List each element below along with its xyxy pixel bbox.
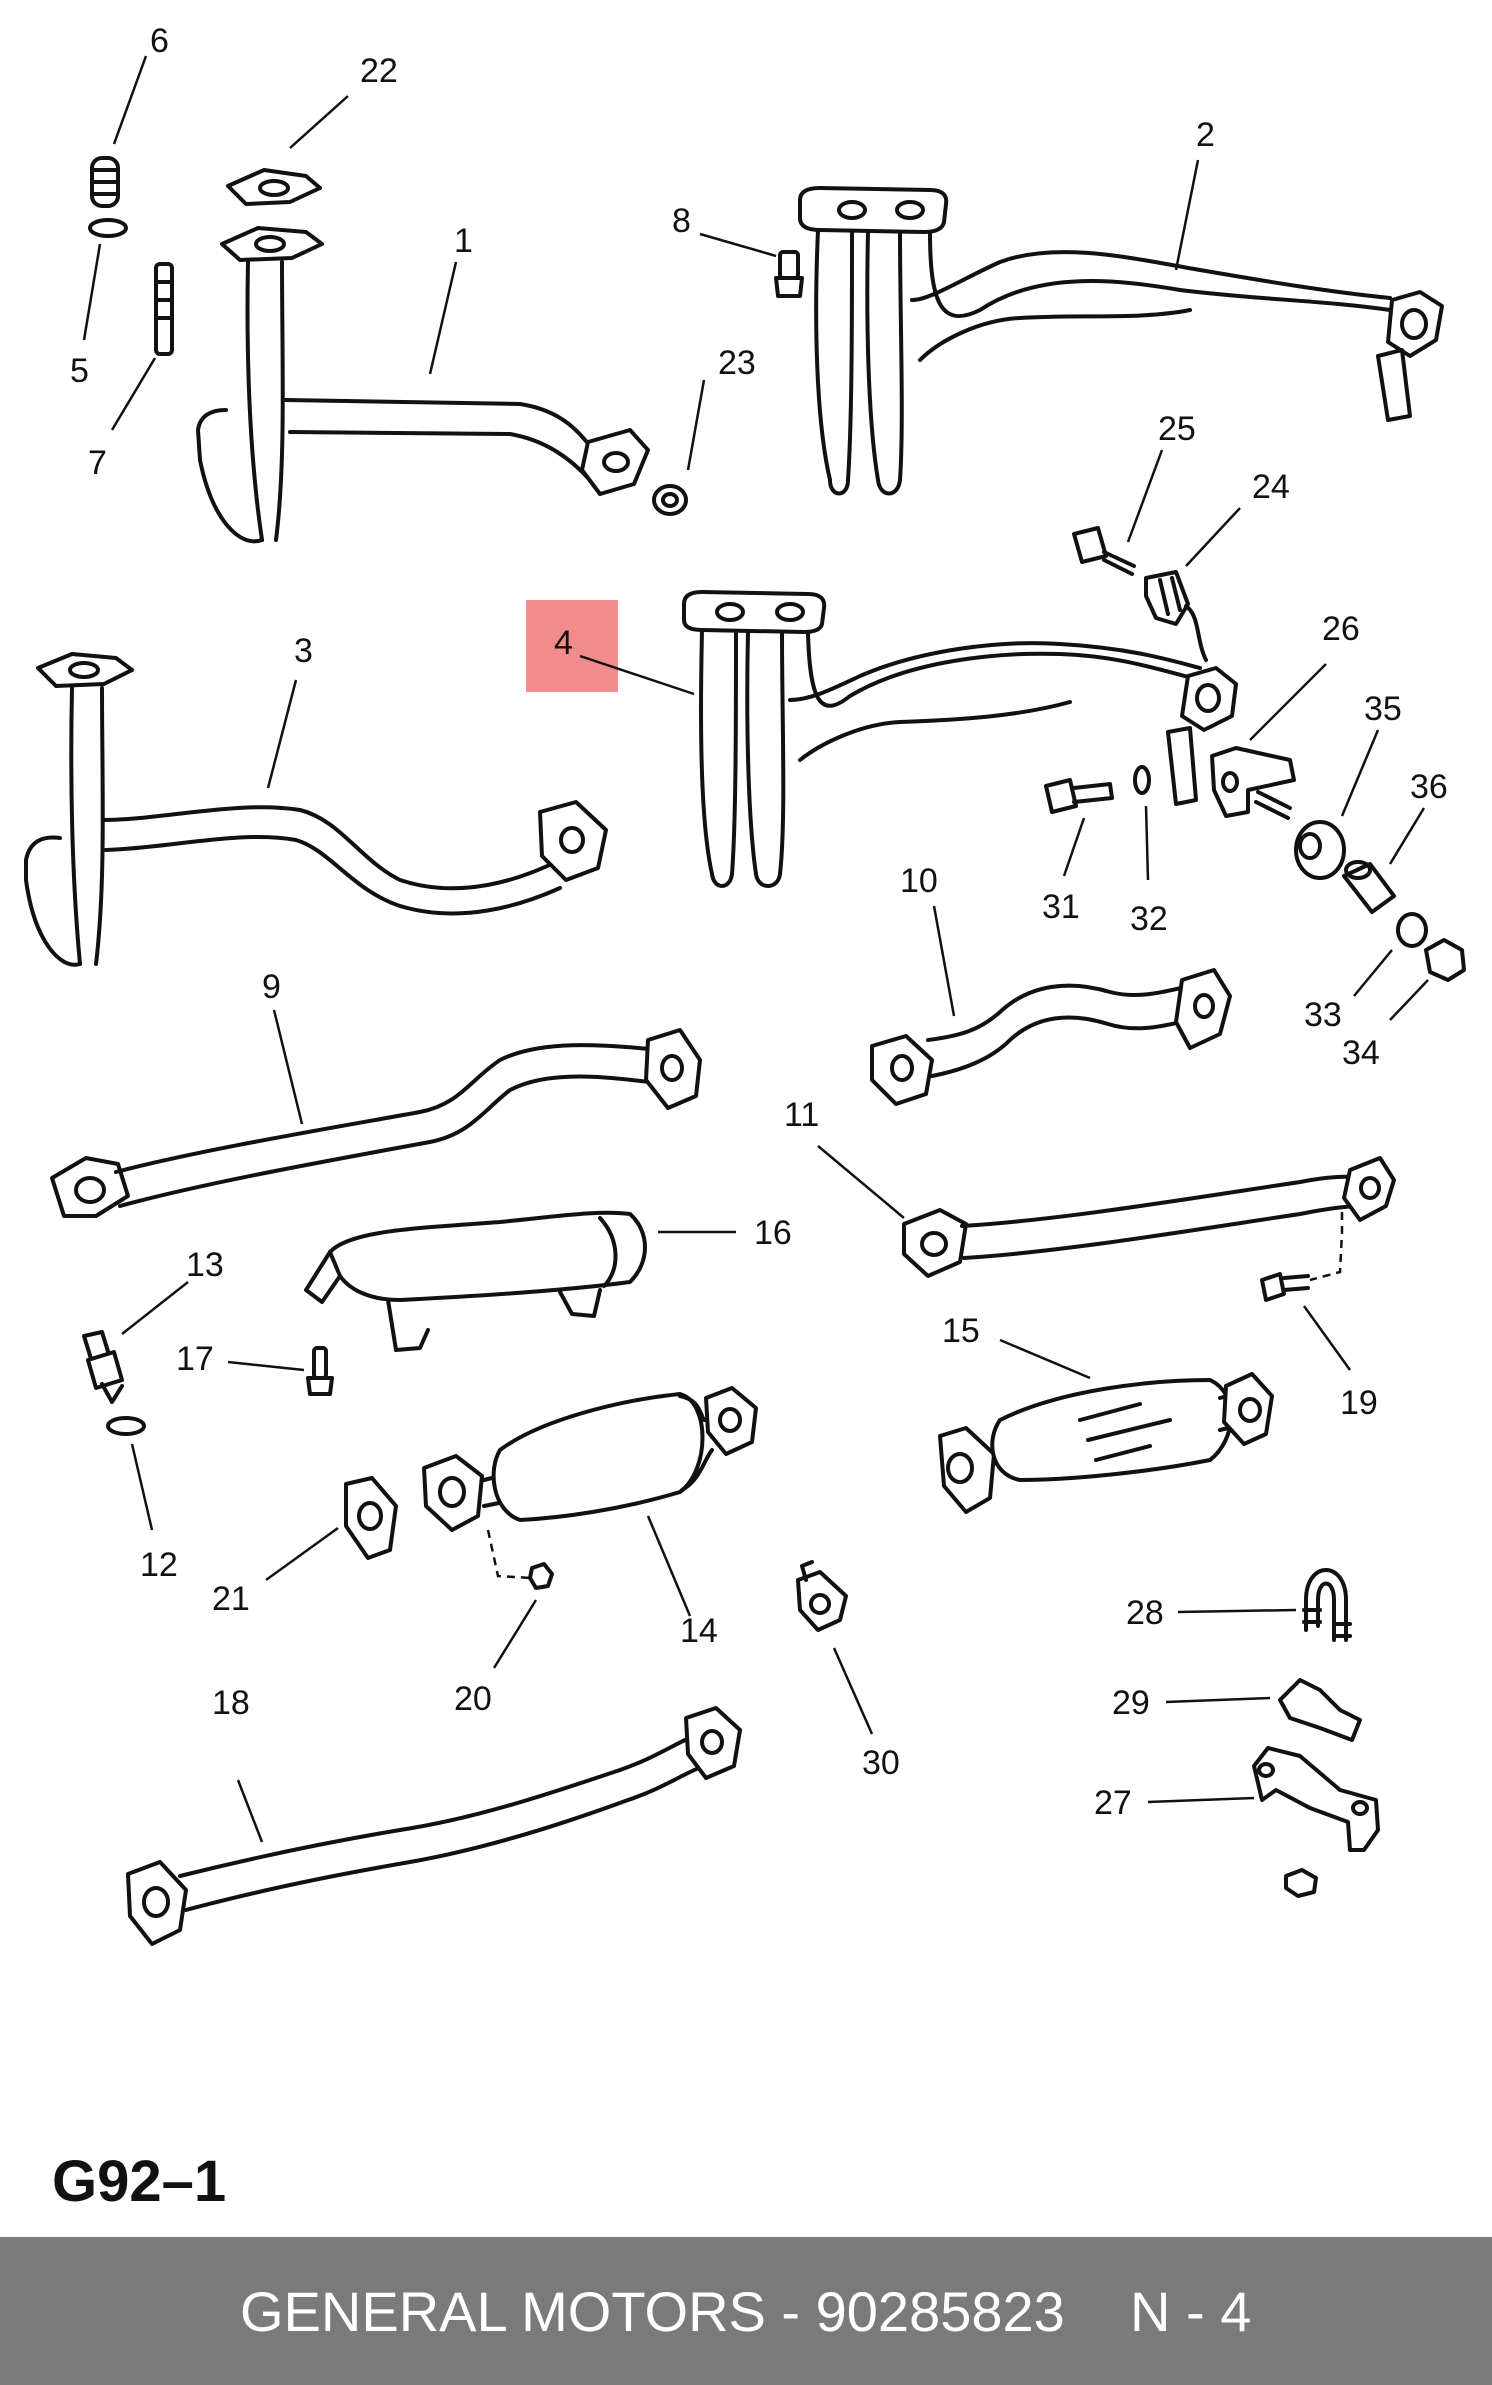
part-34-nut — [1424, 938, 1466, 982]
part-18-rear-pipe — [126, 1706, 742, 1946]
part-3-front-pipe — [24, 652, 608, 967]
callout-34: 34 — [1342, 1034, 1380, 1072]
callout-27: 27 — [1094, 1784, 1132, 1822]
part-26-bracket — [1210, 746, 1296, 820]
callout-9: 9 — [262, 968, 281, 1006]
exhaust-parts-diagram: 6 22 1 5 7 8 23 2 25 24 3 4 26 35 36 31 … — [24, 22, 1466, 1946]
part-2-manifold — [798, 186, 1444, 496]
part-5-washer — [88, 218, 128, 238]
callout-28: 28 — [1126, 1594, 1164, 1632]
part-17-bolt — [306, 1346, 334, 1396]
callout-1: 1 — [454, 222, 473, 260]
callout-16: 16 — [754, 1214, 792, 1252]
part-36-sleeve — [1342, 860, 1396, 914]
callout-18: 18 — [212, 1684, 250, 1722]
part-24-rubber-mount — [1144, 570, 1208, 662]
callout-7: 7 — [88, 444, 107, 482]
part-27-bracket — [1252, 1746, 1380, 1852]
part-25-bolt — [1072, 526, 1136, 576]
callout-22: 22 — [360, 52, 398, 90]
callout-2: 2 — [1196, 116, 1215, 154]
part-1-front-pipe — [196, 226, 650, 544]
part-7-stud — [154, 262, 174, 356]
leader-lines — [82, 55, 1429, 1843]
footer-page-number: N - 4 — [1130, 2280, 1252, 2343]
callout-13: 13 — [186, 1246, 224, 1284]
part-32-washer — [1133, 765, 1151, 795]
part-31-bolt — [1044, 778, 1114, 814]
footer-bar: GENERAL MOTORS - 90285823 N - 4 — [0, 2237, 1492, 2385]
part-30-hanger — [796, 1560, 848, 1632]
part-11-pipe — [902, 1156, 1396, 1278]
callout-19: 19 — [1340, 1384, 1378, 1422]
part-15-catalytic-converter — [938, 1372, 1274, 1514]
part-28-u-bolt — [1302, 1568, 1352, 1642]
part-29-clamp — [1278, 1678, 1362, 1742]
callout-12: 12 — [140, 1546, 178, 1584]
part-4-manifold — [682, 590, 1238, 888]
part-22-gasket — [226, 168, 322, 206]
callout-15: 15 — [942, 1312, 980, 1350]
part-6-spring — [90, 156, 120, 208]
callout-20: 20 — [454, 1680, 492, 1718]
callout-30: 30 — [862, 1744, 900, 1782]
part-8-bolt — [774, 250, 804, 298]
part-14-catalytic-converter — [422, 1386, 758, 1532]
part-23-ring — [652, 484, 688, 516]
callouts: 6 22 1 5 7 8 23 2 25 24 3 4 26 35 36 31 … — [70, 22, 1448, 1822]
callout-23: 23 — [718, 344, 756, 382]
callout-10: 10 — [900, 862, 938, 900]
callout-29: 29 — [1112, 1684, 1150, 1722]
callout-17: 17 — [176, 1340, 214, 1378]
figure-code: G92–1 — [52, 2149, 227, 2214]
dashed-connector-20 — [486, 1529, 531, 1580]
part-10-pipe — [870, 968, 1232, 1106]
part-9-pipe — [50, 1028, 702, 1218]
part-20-nut — [528, 1562, 554, 1590]
callout-5: 5 — [70, 352, 89, 390]
callout-36: 36 — [1410, 768, 1448, 806]
part-35-bushing — [1294, 820, 1346, 880]
callout-35: 35 — [1364, 690, 1402, 728]
callout-11: 11 — [784, 1096, 819, 1134]
callout-4: 4 — [554, 624, 573, 662]
callout-24: 24 — [1252, 468, 1290, 506]
callout-8: 8 — [672, 202, 691, 240]
part-21-gasket — [344, 1476, 398, 1560]
footer-brand-part-number: GENERAL MOTORS - 90285823 — [240, 2280, 1065, 2343]
part-27-nut — [1284, 1868, 1318, 1898]
part-33-washer — [1396, 912, 1428, 948]
part-12-gasket — [106, 1416, 146, 1436]
callout-26: 26 — [1322, 610, 1360, 648]
part-16-heat-shield — [304, 1210, 647, 1352]
callout-21: 21 — [212, 1580, 250, 1618]
callout-14: 14 — [680, 1612, 718, 1650]
callout-33: 33 — [1304, 996, 1342, 1034]
part-13-sensor — [82, 1330, 124, 1404]
callout-31: 31 — [1042, 888, 1080, 926]
callout-32: 32 — [1130, 900, 1168, 938]
callout-4-highlight — [526, 600, 618, 692]
callout-3: 3 — [294, 632, 313, 670]
part-19-bolt — [1260, 1272, 1310, 1302]
dashed-connector-19 — [1309, 1212, 1344, 1282]
callout-25: 25 — [1158, 410, 1196, 448]
callout-6: 6 — [150, 22, 169, 60]
